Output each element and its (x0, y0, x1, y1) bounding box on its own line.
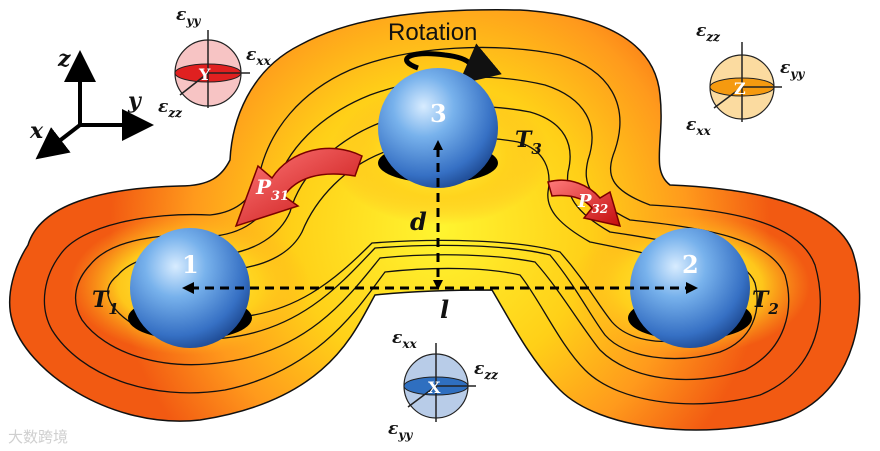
distance-l-label: l (440, 295, 449, 324)
svg-text:X: X (428, 378, 441, 397)
svg-text:εyy: εyy (388, 419, 413, 442)
strain-sphere-z: Z εzz εyy εxx (686, 21, 805, 138)
axis-label-x: x (29, 118, 44, 144)
svg-text:εzz: εzz (696, 21, 721, 44)
svg-text:P31: P31 (255, 175, 289, 204)
axis-label-z: z (57, 46, 71, 72)
temp-label-1: T1 (92, 287, 119, 318)
svg-text:εyy: εyy (176, 5, 201, 28)
heat-flow-p32: P32 (547, 179, 622, 228)
rotation-title: Rotation (388, 19, 477, 46)
particle-3: 3 (378, 68, 498, 188)
svg-text:εxx: εxx (686, 115, 711, 138)
svg-text:P32: P32 (577, 191, 608, 216)
temp-label-2: T2 (752, 287, 779, 318)
rotation-arrow (404, 43, 502, 85)
temp-label-3: T3 (515, 127, 542, 158)
svg-text:εyy: εyy (780, 58, 805, 81)
svg-text:2: 2 (682, 250, 699, 279)
axis-label-y: y (127, 88, 143, 114)
svg-text:εzz: εzz (158, 97, 183, 120)
coordinate-axes (35, 50, 154, 160)
svg-text:3: 3 (430, 99, 447, 128)
svg-text:εxx: εxx (246, 45, 271, 68)
heat-flow-p31: P31 (234, 147, 363, 228)
svg-text:Z: Z (734, 79, 746, 98)
strain-sphere-x: X εxx εzz εyy (388, 328, 499, 442)
watermark: 大数跨境 (8, 428, 69, 446)
svg-text:1: 1 (182, 250, 199, 279)
svg-text:εzz: εzz (474, 359, 499, 382)
svg-text:Y: Y (198, 65, 211, 84)
distance-d-label: d (410, 207, 427, 236)
strain-sphere-y: Y εyy εxx εzz (158, 5, 271, 120)
svg-text:εxx: εxx (392, 328, 417, 351)
